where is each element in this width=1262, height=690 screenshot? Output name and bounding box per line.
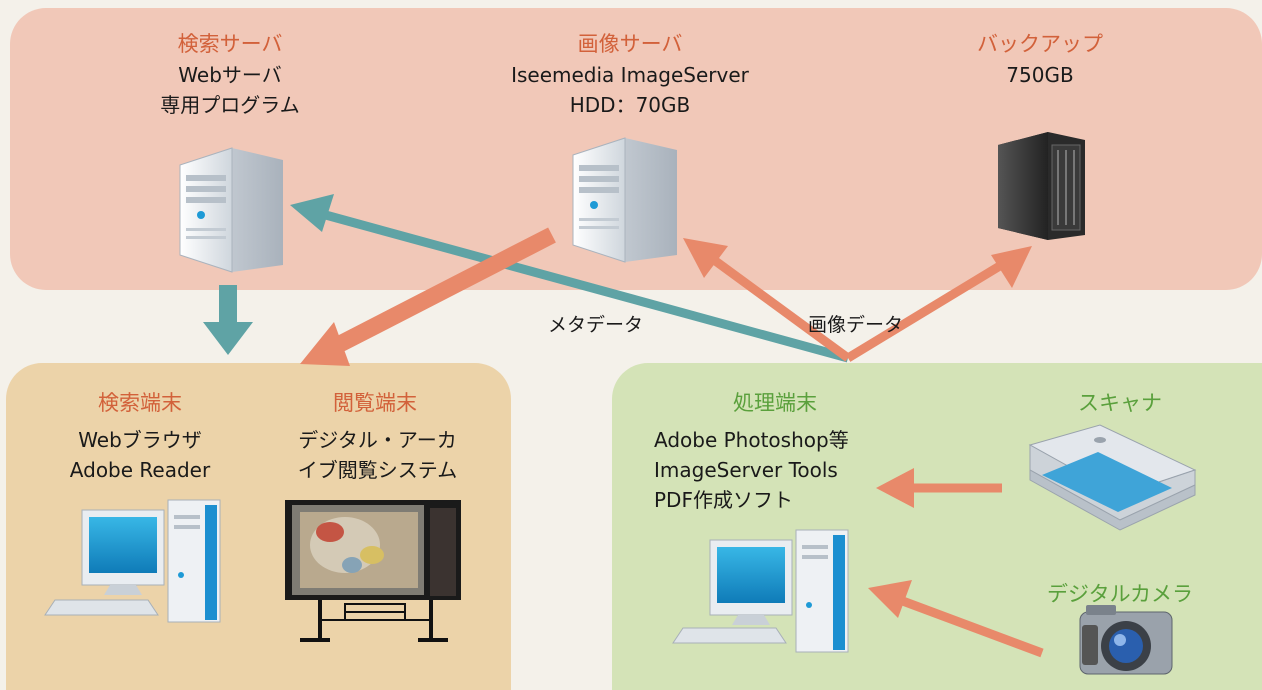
processing-terminal-line-1: Adobe Photoshop等 <box>654 428 849 452</box>
viewing-terminal-desc: デジタル・アーカ イブ閲覧システム <box>270 425 485 485</box>
search-server-line-1: Webサーバ <box>178 63 282 87</box>
backup-title: バックアップ <box>977 32 1103 56</box>
image-server-line-1: Iseemedia ImageServer <box>511 63 749 87</box>
search-terminal-title: 検索端末 <box>98 391 182 415</box>
search-terminal-desc: Webブラウザ Adobe Reader <box>40 425 240 485</box>
search-server-icon <box>179 147 283 273</box>
processing-terminal-line-2: ImageServer Tools <box>654 458 838 482</box>
viewing-terminal-line-2: イブ閲覧システム <box>297 458 458 482</box>
viewing-display-icon <box>285 500 461 642</box>
metadata-label: メタデータ <box>548 314 644 336</box>
image-server-line-2: HDD：70GB <box>569 93 691 117</box>
scanner-title: スキャナ <box>1078 391 1162 415</box>
search-terminal-line-2: Adobe Reader <box>69 458 211 482</box>
camera-title: デジタルカメラ <box>1047 582 1193 606</box>
search-terminal-line-1: Webブラウザ <box>78 428 202 452</box>
image-data-arrows <box>300 227 1044 658</box>
viewing-terminal-line-1: デジタル・アーカ <box>298 428 457 452</box>
digital-camera-icon <box>1079 605 1173 675</box>
search-server-line-2: 専用プログラム <box>160 93 300 117</box>
backup-storage-icon <box>998 132 1085 240</box>
metadata-arrow <box>290 194 850 363</box>
search-to-terminal-arrow <box>203 285 253 355</box>
image-server-title: 画像サーバ <box>577 32 683 56</box>
image-server-icon <box>572 137 677 263</box>
search-server-desc: Webサーバ 専用プログラム <box>120 60 340 120</box>
image-data-label: 画像データ <box>808 314 904 336</box>
search-server-title: 検索サーバ <box>177 32 283 56</box>
processing-terminal-line-3: PDF作成ソフト <box>654 488 793 512</box>
viewing-terminal-title: 閲覧端末 <box>333 391 417 415</box>
backup-capacity: 750GB <box>1006 63 1074 87</box>
processing-pc-icon <box>672 529 849 653</box>
processing-terminal-desc: Adobe Photoshop等 ImageServer Tools PDF作成… <box>654 425 894 515</box>
image-server-desc: Iseemedia ImageServer HDD：70GB <box>490 60 770 120</box>
processing-terminal-title: 処理端末 <box>733 391 817 415</box>
scanner-icon <box>1028 424 1197 531</box>
search-terminal-pc-icon <box>44 499 221 623</box>
